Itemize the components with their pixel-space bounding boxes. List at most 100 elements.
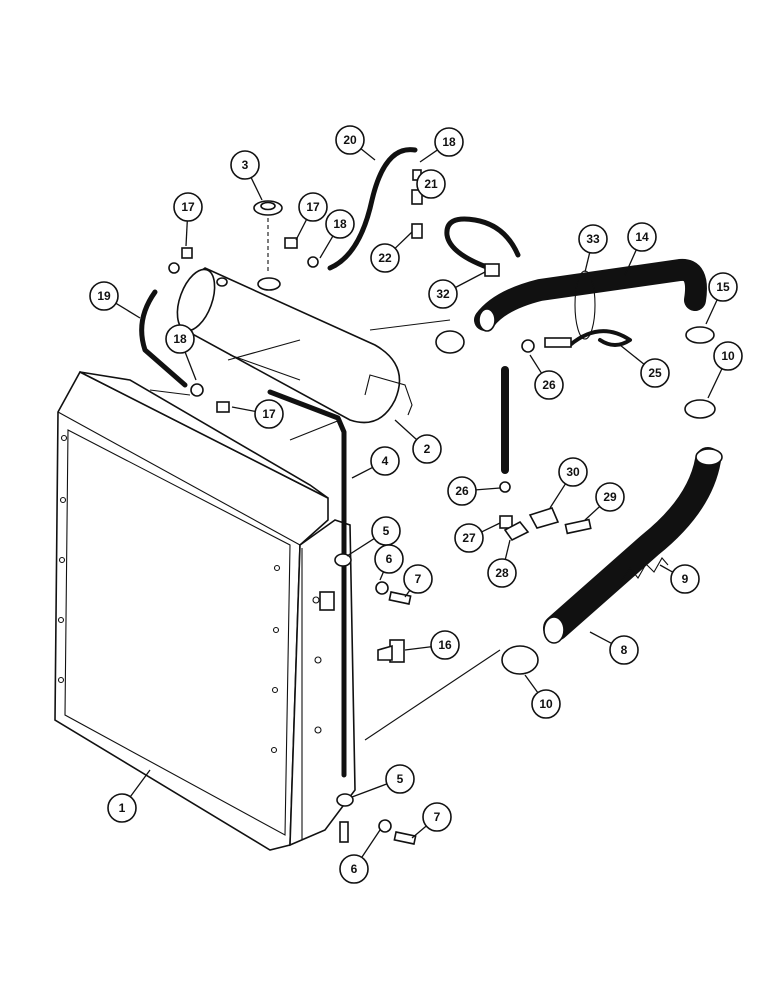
callout-label: 29: [603, 490, 617, 504]
leader-line: [129, 769, 151, 798]
callout-label: 10: [721, 349, 735, 363]
callout-label: 6: [351, 862, 358, 876]
drain-fittings: [499, 507, 592, 542]
callout-5: 5: [351, 764, 415, 798]
callout-17: 17: [295, 192, 328, 241]
callout-label: 18: [173, 332, 187, 346]
callout-6: 6: [339, 829, 381, 884]
leader-line: [231, 406, 256, 413]
callout-circle: [416, 169, 446, 199]
callout-circle: [708, 272, 738, 302]
callout-circle: [173, 192, 203, 222]
leader-line: [115, 302, 141, 319]
leader-line: [319, 235, 334, 259]
leader-line: [455, 271, 486, 289]
leader-line: [584, 252, 591, 273]
leader-line: [419, 149, 438, 163]
leader-line: [705, 299, 718, 325]
callout-17: 17: [231, 399, 284, 429]
callout-label: 17: [306, 200, 320, 214]
callout-circle: [430, 630, 460, 660]
leader-line: [411, 825, 427, 839]
drain-cock: [377, 639, 405, 663]
leader-line: [351, 466, 373, 479]
leader-line: [394, 419, 418, 441]
callout-circle: [670, 564, 700, 594]
callout-label: 4: [382, 454, 389, 468]
callout-circle: [454, 523, 484, 553]
callout-3: 3: [230, 150, 263, 201]
callout-circle: [298, 192, 328, 222]
callout-circle: [609, 635, 639, 665]
callout-circle: [165, 324, 195, 354]
callout-26: 26: [529, 354, 564, 400]
callout-32: 32: [428, 271, 486, 309]
callout-label: 18: [442, 135, 456, 149]
callout-label: 26: [455, 484, 469, 498]
callout-7: 7: [411, 802, 452, 839]
callout-17: 17: [173, 192, 203, 247]
callout-8: 8: [589, 631, 639, 665]
callout-label: 2: [424, 442, 431, 456]
callout-circle: [595, 482, 625, 512]
callout-circle: [254, 399, 284, 429]
leader-line: [549, 483, 567, 509]
leader-line: [351, 783, 388, 798]
callout-label: 33: [586, 232, 600, 246]
callout-label: 21: [424, 177, 438, 191]
callout-circle: [370, 446, 400, 476]
callout-16: 16: [404, 630, 460, 660]
callout-circle: [578, 224, 608, 254]
callout-label: 19: [97, 289, 111, 303]
leader-line: [524, 674, 539, 694]
leader-line: [184, 351, 197, 381]
hose-clamps: [435, 326, 716, 675]
callout-10: 10: [524, 674, 561, 719]
leader-line: [404, 646, 432, 651]
callout-label: 15: [716, 280, 730, 294]
leader-line: [475, 487, 501, 491]
callout-26: 26: [447, 476, 501, 506]
callout-21: 21: [416, 169, 446, 199]
reference-lines: [149, 319, 501, 741]
callout-label: 1: [119, 801, 126, 815]
callout-label: 30: [566, 465, 580, 479]
callout-circle: [385, 764, 415, 794]
leader-line: [481, 522, 501, 533]
callout-5: 5: [346, 516, 401, 557]
hose-spring: [621, 557, 669, 581]
callout-29: 29: [584, 482, 625, 521]
callout-20: 20: [335, 125, 376, 161]
callout-4: 4: [351, 446, 400, 479]
callout-circle: [428, 279, 458, 309]
callout-18: 18: [419, 127, 464, 163]
leader-line: [394, 231, 413, 249]
radiator-cap: [253, 200, 283, 272]
callout-label: 22: [378, 251, 392, 265]
leader-line: [250, 177, 263, 201]
leader-line: [619, 344, 645, 365]
callout-circle: [412, 434, 442, 464]
callout-label: 26: [542, 378, 556, 392]
leader-line: [295, 219, 308, 241]
leader-line: [361, 829, 381, 858]
callout-circle: [627, 222, 657, 252]
clamp-hardware: [334, 553, 417, 845]
callout-15: 15: [705, 272, 738, 325]
surge-tank: [176, 267, 413, 424]
callout-label: 7: [434, 810, 441, 824]
callout-circle: [335, 125, 365, 155]
callout-label: 32: [436, 287, 450, 301]
callout-label: 3: [242, 158, 249, 172]
callout-label: 17: [181, 200, 195, 214]
callout-label: 8: [621, 643, 628, 657]
callout-label: 10: [539, 697, 553, 711]
callout-circle: [403, 564, 433, 594]
callout-label: 5: [383, 524, 390, 538]
callout-circle: [713, 341, 743, 371]
callout-circle: [434, 127, 464, 157]
leader-line: [346, 538, 375, 557]
callout-circle: [230, 150, 260, 180]
callout-25: 25: [619, 344, 670, 388]
callout-1: 1: [107, 769, 151, 823]
